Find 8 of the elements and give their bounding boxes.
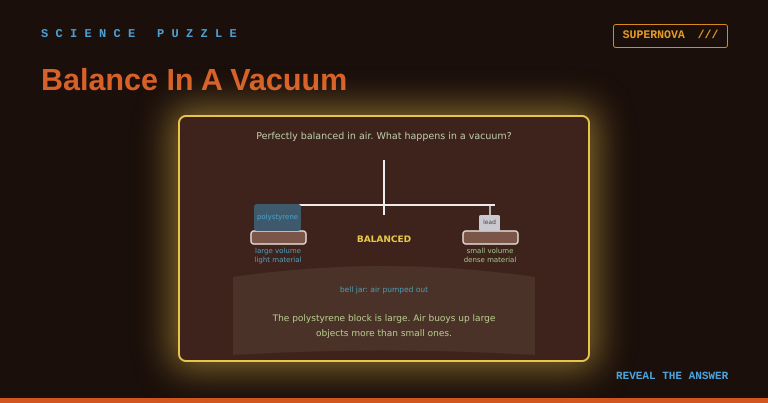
status-label: BALANCED	[356, 234, 412, 246]
title-heading: Balance In A Vacuum	[41, 62, 348, 98]
reveal-link: REVEAL THE ANSWER	[616, 370, 728, 384]
level-badge: SUPERNOVA ///	[613, 24, 728, 48]
puzzle-card	[178, 115, 590, 362]
category-label: SCIENCE PUZZLE	[41, 27, 244, 41]
explanation-text: The polystyrene block is large. Air buoys up large objects more than small ones.	[272, 313, 496, 341]
question-text: Perfectly balanced in air. What happens in a vacuum?	[255, 130, 513, 143]
